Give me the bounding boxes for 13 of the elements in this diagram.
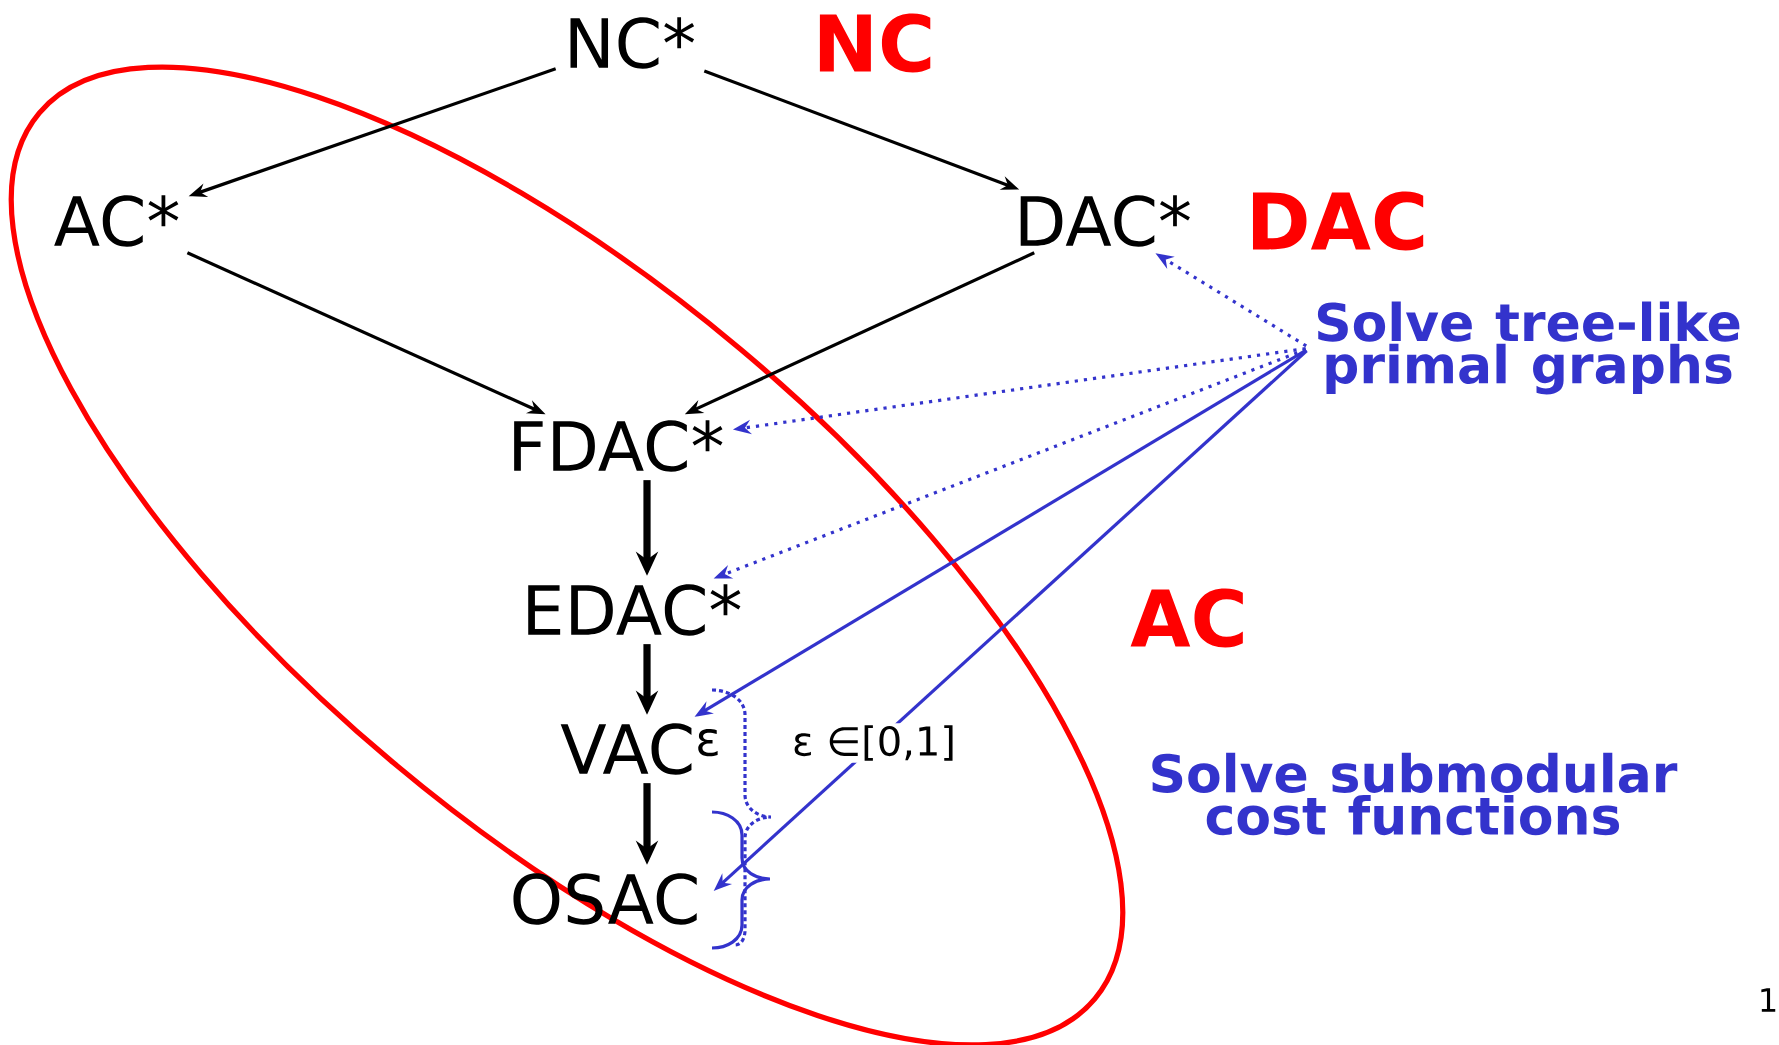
node-label: FDAC* [514, 420, 723, 472]
node-label: DAC* [1020, 195, 1190, 247]
annotation-text: Solve submodular cost functions [1152, 752, 1678, 836]
region-label: NC [810, 11, 938, 75]
node-label: AC* [54, 195, 179, 247]
node-label: EDAC* [528, 584, 741, 636]
range-label: ε ∈[0,1] [790, 723, 958, 763]
region-label: AC [1128, 586, 1250, 650]
node-label: VAC$^{ε}$ [560, 723, 718, 775]
node-label: NC* [570, 17, 695, 69]
annotation-text: Solve tree-like primal graphs [1317, 301, 1740, 395]
region-label: DAC [1243, 189, 1431, 253]
page-number: 1 [1755, 986, 1779, 1014]
